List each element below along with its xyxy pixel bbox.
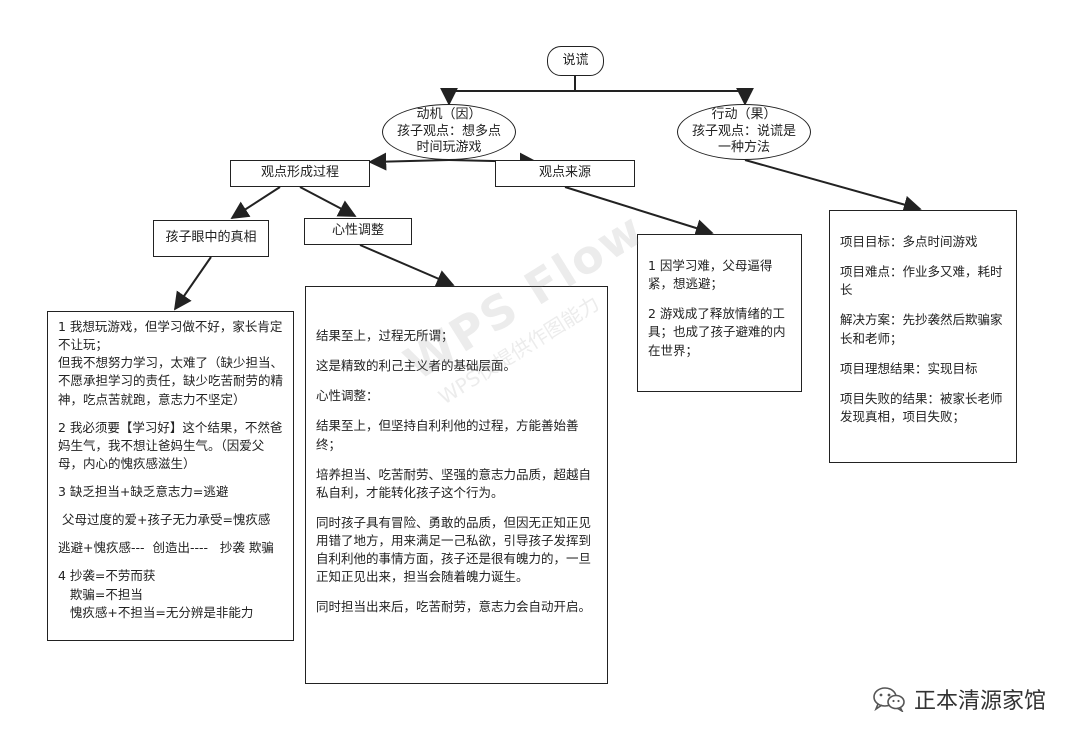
truth-detail-paragraph: 父母过度的爱+孩子无力承受=愧疚感 [58,512,271,528]
source-label: 观点来源 [538,165,591,181]
mind-detail-paragraph: 结果至上，过程无所谓； [316,328,454,343]
connector-formation-truth [230,186,281,219]
action-line-1: 行动（果） [711,106,777,122]
wechat-icon [873,687,905,712]
project-detail-box: 项目目标：多点时间游戏 项目难点：作业多又难，耗时长 解决方案：先抄袭然后欺骗家… [829,210,1017,463]
mind-detail-paragraph: 同时孩子具有冒险、勇敢的品质，但因无正知正见用错了地方，用来满足一己私欲，引导孩… [316,514,592,585]
motive-line-1: 动机（因） [416,106,482,122]
connector-action-detail [744,159,922,214]
action-line-3: 一种方法 [717,140,770,156]
mind-detail-paragraph: 培养担当、吃苦耐劳、坚强的意志力品质，超越自私自利，才能转化孩子这个行为。 [316,466,592,500]
connector-motive-formation [368,152,450,171]
source-detail-paragraph: 2 游戏成了释放情绪的工具；也成了孩子避难的内在世界； [648,306,786,358]
mind-detail-paragraph: 心性调整： [316,388,379,404]
root-node: 说谎 [547,46,604,76]
motive-line-2: 孩子观点：想多点 [396,123,501,139]
source-detail-paragraph: 1 因学习难，父母逼得紧，想逃避； [648,258,773,292]
truth-detail-box: 1 我想玩游戏，但学习做不好，家长肯定不让玩； 但我不想努力学习，太难了（缺少担… [47,311,294,641]
connector-truth-detail [173,256,212,311]
motive-line-3: 时间玩游戏 [416,140,482,156]
mind-detail-paragraph: 这是精致的利己主义者的基础层面。 [316,358,517,374]
mind-detail-box: 结果至上，过程无所谓； 这是精致的利己主义者的基础层面。 心性调整： 结果至上，… [305,286,608,684]
mind-detail-paragraph: 同时担当出来后，吃苦耐劳，意志力会自动开启。 [316,599,592,615]
truth-detail-paragraph: 2 我必须要【学习好】这个结果，不然爸妈生气，我不想让爸妈生气。（因爱父母，内心… [58,419,283,471]
truth-detail-paragraph: 1 我想玩游戏，但学习做不好，家长肯定不让玩； 但我不想努力学习，太难了（缺少担… [58,319,284,407]
truth-label: 孩子眼中的真相 [165,230,257,246]
motive-node: 动机（因） 孩子观点：想多点 时间玩游戏 [382,104,516,160]
mind-label: 心性调整 [331,223,384,239]
truth-detail-paragraph: 逃避+愧疚感--- 创造出---- 抄袭 欺骗 [58,540,274,556]
mind-detail-paragraph: 结果至上，但坚持自利利他的过程，方能善始善终； [316,418,579,452]
action-node: 行动（果） 孩子观点：说谎是 一种方法 [677,104,811,160]
connector-source-detail [564,186,714,237]
connector-mind-detail [359,244,455,287]
project-detail-paragraph: 项目目标：多点时间游戏 [840,234,978,249]
project-detail-paragraph: 解决方案：先抄袭然后欺骗家长和老师； [840,312,1003,346]
truth-detail-paragraph: 4 抄袭=不劳而获 欺骗=不担当 愧疚感+不担当=无分辨是非能力 [58,568,254,620]
brand-name: 正本清源家馆 [913,689,1046,714]
brand-signature: 正本清源家馆 [872,683,1046,715]
mind-node: 心性调整 [304,218,412,245]
truth-detail-paragraph: 3 缺乏担当+缺乏意志力=逃避 [58,484,229,499]
project-detail-paragraph: 项目失败的结果：被家长老师发现真相，项目失败； [840,390,1003,424]
formation-node: 观点形成过程 [230,160,370,187]
source-detail-box: 1 因学习难，父母逼得紧，想逃避； 2 游戏成了释放情绪的工具；也成了孩子避难的… [637,234,802,392]
project-detail-paragraph: 项目难点：作业多又难，耗时长 [840,264,1003,298]
source-node: 观点来源 [495,160,635,187]
action-line-2: 孩子观点：说谎是 [691,123,796,139]
project-detail-paragraph: 项目理想结果：实现目标 [840,360,978,376]
connector-root-action [575,87,754,106]
truth-node: 孩子眼中的真相 [153,220,269,257]
root-label: 说谎 [562,52,589,68]
formation-label: 观点形成过程 [260,165,339,181]
connector-root-motive [440,76,576,106]
connector-formation-mind [299,186,357,217]
